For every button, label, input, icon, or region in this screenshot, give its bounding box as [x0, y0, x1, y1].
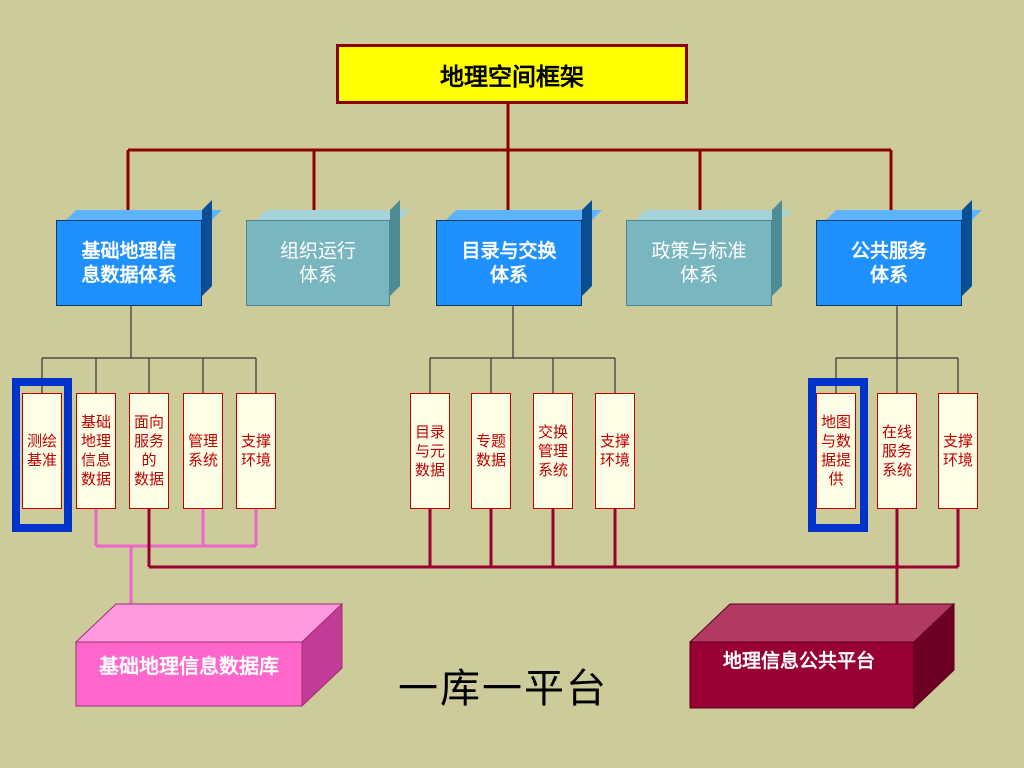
leaf-support-environment-2: 支撑 环境: [595, 393, 635, 509]
leaf-support-environment-1: 支撑 环境: [236, 393, 276, 509]
system-policy-standards-label: 政策与标准 体系: [626, 220, 772, 306]
leaf-management-system: 管理 系统: [183, 393, 223, 509]
leaf-online-service-system: 在线 服务 系统: [877, 393, 917, 509]
leaf-thematic-data: 专题 数据: [471, 393, 511, 509]
leaf-basic-geo-info-data: 基础 地理 信息 数据: [76, 393, 116, 509]
database-label: 基础地理信息数据库: [99, 654, 279, 678]
highlight-frame-right: [808, 378, 868, 532]
highlight-frame-left: [12, 378, 72, 532]
system-organization-label: 组织运行 体系: [246, 220, 390, 306]
leaf-service-oriented-data: 面向 服务的 数据: [129, 393, 169, 509]
leaf-exchange-management: 交换 管理 系统: [533, 393, 573, 509]
root-box-spatial-framework: 地理空间框架: [336, 44, 688, 104]
platform-box: [688, 602, 956, 710]
database-box: [74, 602, 344, 708]
leaf-surveying-datum: 测绘 基准: [22, 393, 62, 509]
platform-label: 地理信息公共平台: [722, 650, 875, 672]
leaf-catalog-metadata: 目录 与元 数据: [410, 393, 450, 509]
system-public-service-label: 公共服务 体系: [816, 220, 962, 306]
system-basic-geo-data-label: 基础地理信 息数据体系: [56, 220, 202, 306]
system-catalog-exchange-label: 目录与交换 体系: [436, 220, 582, 306]
leaf-map-data-provision: 地图 与数 据提 供: [816, 393, 856, 509]
slogan-text: 一库一平台: [398, 666, 608, 712]
leaf-support-environment-3: 支撑 环境: [938, 393, 978, 509]
